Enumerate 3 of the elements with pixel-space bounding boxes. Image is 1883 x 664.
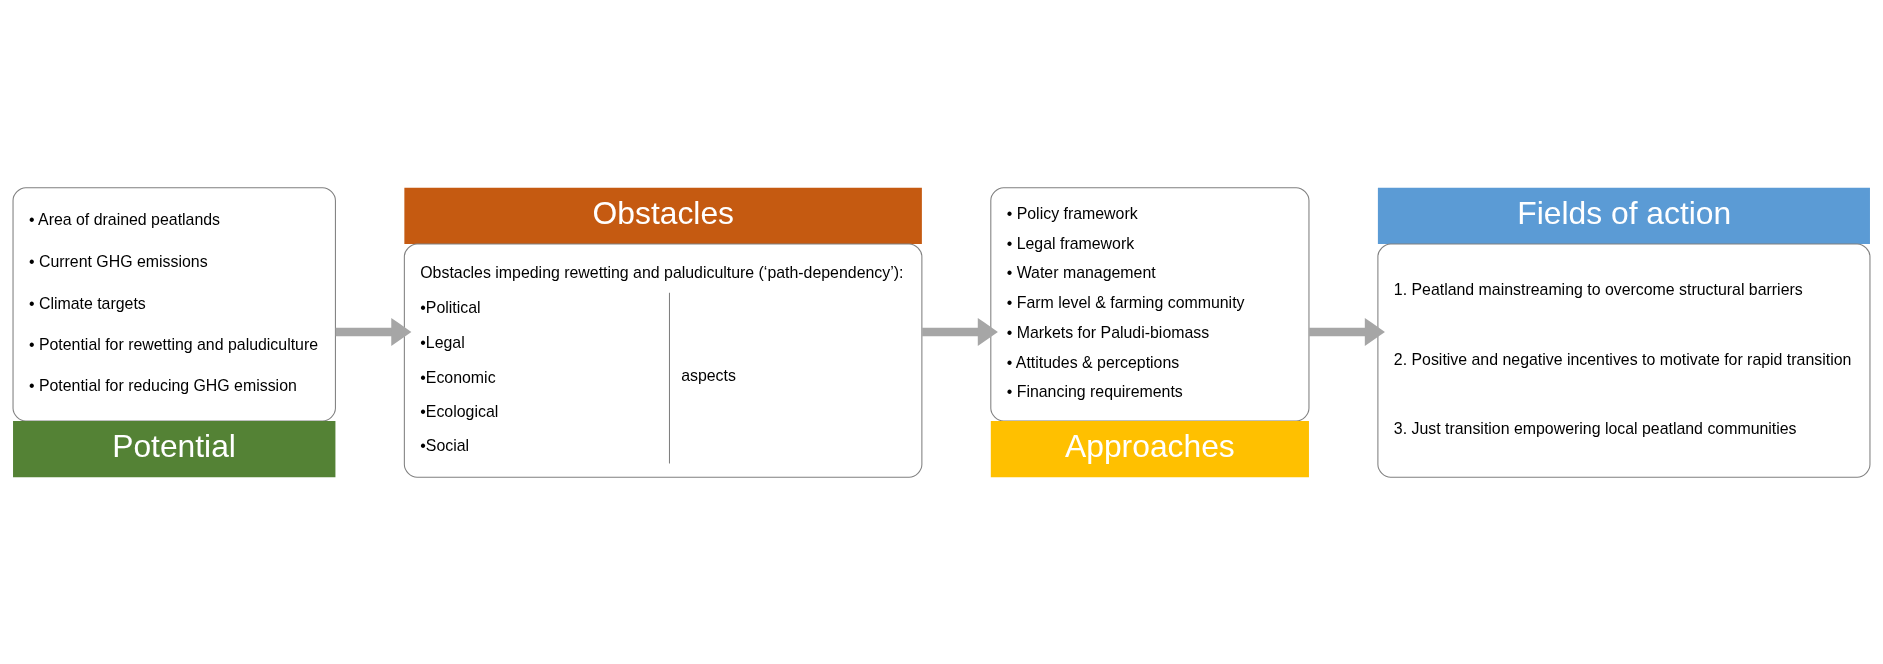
- arrow: [922, 317, 998, 347]
- arrow: [335, 317, 412, 347]
- arrow: [1309, 317, 1385, 347]
